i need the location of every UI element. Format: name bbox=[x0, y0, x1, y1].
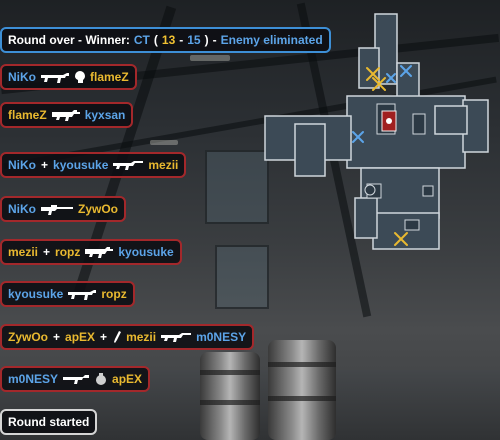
attacker-name: m0NESY bbox=[8, 372, 59, 386]
knife-icon bbox=[112, 330, 122, 344]
headshot-icon bbox=[74, 70, 86, 84]
attacker-name: mezii bbox=[8, 245, 39, 259]
kill-entry: mezii + ropz kyousuke bbox=[0, 239, 182, 265]
kill-entry: m0NESY apEX bbox=[0, 366, 151, 392]
winner-team: CT bbox=[133, 33, 150, 47]
round-started-label: Round started bbox=[8, 415, 90, 429]
kill-entry: flameZ kyxsan bbox=[0, 102, 134, 128]
victim-name: kyxsan bbox=[84, 108, 126, 122]
m4-icon bbox=[84, 245, 114, 259]
victim-name: ropz bbox=[101, 287, 127, 301]
map-area-bottom-left bbox=[354, 197, 378, 239]
victim-name: kyousuke bbox=[118, 245, 174, 259]
round-over-notice: Round over - Winner: CT (13 - 15) - Enem… bbox=[0, 27, 331, 53]
dead-ct-marker bbox=[352, 65, 412, 143]
kill-entry: ZywOo + apEX + mezii m0NESY bbox=[0, 324, 255, 350]
dead-t-marker bbox=[366, 67, 408, 246]
famas-icon bbox=[112, 158, 144, 172]
attacker-name: NiKo bbox=[8, 70, 36, 84]
map-area-right-arm bbox=[434, 105, 468, 135]
attacker-name: NiKo bbox=[8, 158, 36, 172]
minimap-svg bbox=[264, 13, 489, 250]
ak47-icon bbox=[40, 70, 70, 84]
assister-name: mezii bbox=[126, 330, 157, 344]
win-reason: Enemy eliminated bbox=[220, 33, 323, 47]
kill-entry: NiKo flameZ bbox=[0, 64, 137, 90]
assister-name: kyousuke bbox=[53, 158, 109, 172]
map-area-left-arm bbox=[294, 123, 326, 177]
victim-name: mezii bbox=[148, 158, 179, 172]
kill-entry: NiKo + kyousuke mezii bbox=[0, 152, 187, 178]
victim-name: ZywOo bbox=[78, 202, 119, 216]
round-started-notice: Round started bbox=[0, 409, 98, 435]
assister-name: apEX bbox=[65, 330, 96, 344]
famas-icon bbox=[160, 330, 192, 344]
score-a: 13 bbox=[161, 33, 176, 47]
ak47-icon bbox=[67, 287, 97, 301]
kill-entry: NiKo ZywOo bbox=[0, 196, 127, 222]
attacker-name: kyousuke bbox=[8, 287, 64, 301]
assister-name: ropz bbox=[55, 245, 81, 259]
victim-name: flameZ bbox=[90, 70, 129, 84]
m4-icon bbox=[51, 108, 81, 122]
victim-name: apEX bbox=[112, 372, 143, 386]
round-over-prefix: Round over - Winner: bbox=[8, 33, 130, 47]
attacker-name: ZywOo bbox=[8, 330, 49, 344]
smg-icon bbox=[62, 372, 90, 386]
attacker-name: flameZ bbox=[8, 108, 47, 122]
grenade-icon bbox=[94, 372, 108, 386]
kill-entry: kyousuke ropz bbox=[0, 281, 135, 307]
radar-minimap[interactable] bbox=[255, 8, 500, 270]
attacker-name: NiKo bbox=[8, 202, 36, 216]
awp-icon bbox=[40, 202, 74, 216]
score-b: 15 bbox=[187, 33, 201, 47]
victim-name: m0NESY bbox=[196, 330, 247, 344]
